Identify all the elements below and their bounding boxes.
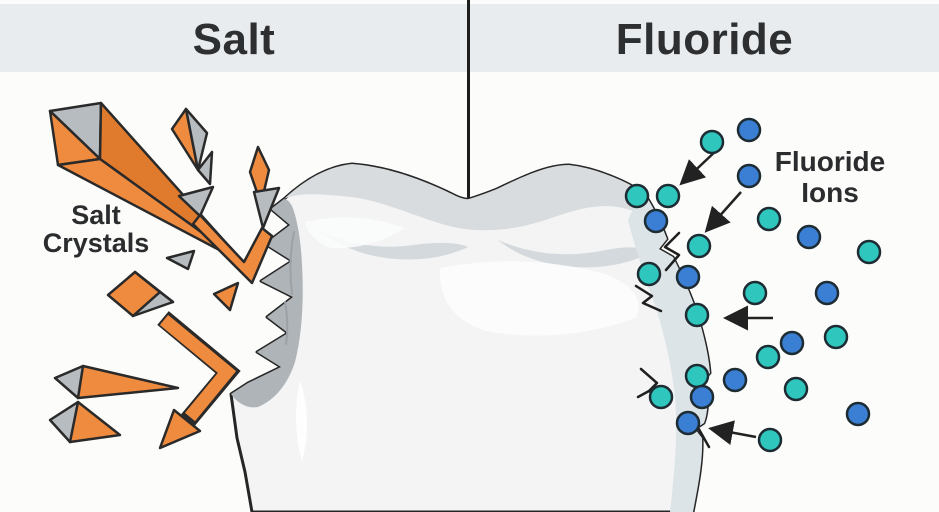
damaged-enamel-zone <box>231 199 303 408</box>
fluoride-ion-blue <box>689 384 715 410</box>
impact-burst <box>191 213 274 312</box>
fluoride-ion-teal <box>757 427 783 453</box>
fluoride-ion-teal <box>684 363 710 389</box>
fluoride-ion-teal <box>655 183 681 209</box>
salt-shard-gray-2 <box>252 186 281 230</box>
fluoride-ion-blue <box>722 367 748 393</box>
fluoride-ion-teal <box>686 233 712 259</box>
bounce-arrow <box>157 311 241 450</box>
fluoride-ion-blue <box>675 410 701 436</box>
salt-shard-gray-1 <box>177 185 215 218</box>
fluoride-ion-blue <box>736 117 762 143</box>
fluoride-ion-teal <box>823 324 849 350</box>
fluoride-ion-blue <box>814 280 840 306</box>
salt-shard-gray-3 <box>165 249 196 271</box>
ion-direction-arrow <box>704 191 742 233</box>
tooth-highlight-upper-left <box>305 217 405 249</box>
fluoride-ion-teal <box>624 183 650 209</box>
ion-direction-arrow <box>708 420 757 445</box>
fluoride-ion-blue <box>779 330 805 356</box>
enamel-cracks-left <box>284 231 295 345</box>
fluoride-ion-teal <box>755 344 781 370</box>
fluoride-ion-blue <box>643 208 669 234</box>
salt-crystals-illustration <box>48 101 281 444</box>
fluoride-ion-blue <box>675 264 701 290</box>
fluoride-ion-teal <box>742 280 768 306</box>
fluoride-ion-teal <box>699 129 725 155</box>
fluoride-ion-teal <box>756 206 782 232</box>
fluoride-ion-teal <box>783 376 809 402</box>
fluoride-panel-title: Fluoride <box>615 15 794 64</box>
fluoride-ion-blue <box>796 224 822 250</box>
tooth-highlight-lower-left <box>295 380 308 462</box>
fluoride-ion-teal <box>856 239 882 265</box>
fluoride-ion-teal <box>636 261 662 287</box>
salt-panel-title: Salt <box>192 15 276 64</box>
salt-crystals-label: Salt Crystals <box>42 200 150 258</box>
tooth-shadow-streak-right <box>498 240 652 268</box>
fluoride-ion-blue <box>736 163 762 189</box>
fluoride-ion-teal <box>648 384 674 410</box>
tooth-highlight-center <box>439 261 639 336</box>
tooth-shadow-streak-left <box>318 230 468 260</box>
fluoride-ions-label: Fluoride Ions <box>774 146 886 208</box>
fluoride-ion-blue <box>845 401 871 427</box>
fluoride-ion-teal <box>684 302 710 328</box>
small-salt-crystal-top <box>170 107 214 186</box>
fluoride-ions-group <box>624 117 882 453</box>
salt-spike-crystal <box>53 364 180 400</box>
salt-bottom-crystal <box>48 400 122 444</box>
salt-gem-crystal <box>106 270 175 318</box>
tooth-crown-shading <box>284 164 661 231</box>
tooth-illustration <box>229 162 712 512</box>
